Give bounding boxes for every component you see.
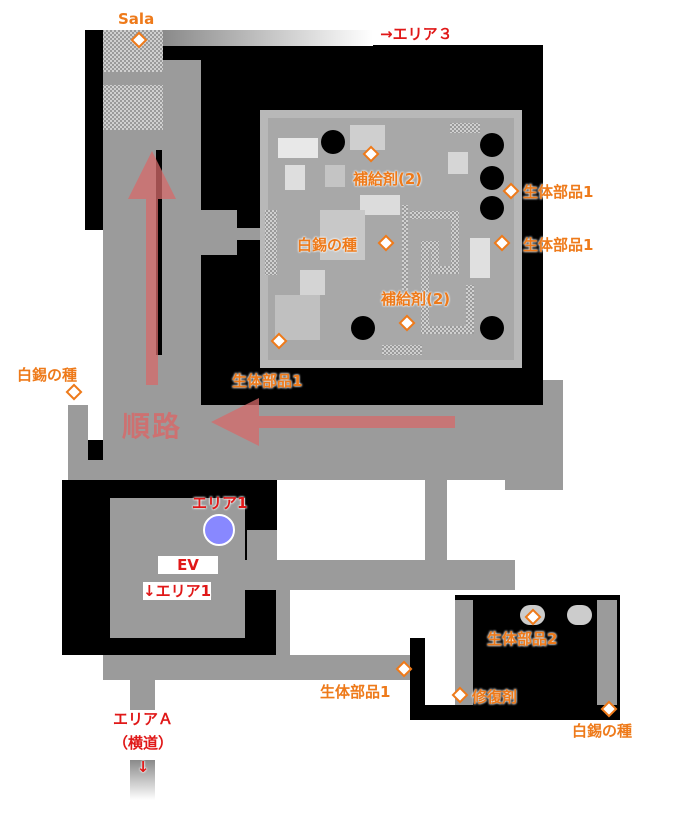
item-markers — [65, 31, 618, 718]
lab-room — [260, 110, 522, 368]
label-area-a-line1: エリアＡ — [112, 710, 173, 728]
item-diamond[interactable] — [493, 234, 511, 252]
label-route: 順路 — [122, 410, 183, 443]
label-bio2: 生体部品2 — [487, 630, 558, 648]
label-sala: Sala — [118, 10, 155, 28]
route-arrows — [128, 151, 455, 446]
label-bio1-b: 生体部品1 — [523, 236, 594, 254]
item-diamond[interactable] — [395, 660, 413, 678]
item-diamond[interactable] — [502, 182, 520, 200]
item-diamond[interactable] — [130, 31, 148, 49]
label-to-area3: →エリア３ — [380, 25, 453, 43]
item-diamond[interactable] — [524, 608, 542, 626]
item-diamond[interactable] — [377, 234, 395, 252]
label-repair: 修復剤 — [472, 688, 518, 706]
elevator-building — [62, 480, 515, 800]
label-ev-down: ↓エリア1 — [143, 582, 212, 600]
label-ration2-a: 補給剤(2) — [353, 170, 423, 188]
label-area1-marker: エリア1 — [192, 494, 248, 512]
label-bio1-d: 生体部品1 — [320, 683, 391, 701]
item-diamond[interactable] — [270, 332, 288, 350]
label-tin-seed-a: 白錫の種 — [297, 236, 358, 254]
elevator-marker[interactable] — [203, 514, 235, 546]
label-ration2-b: 補給剤(2) — [381, 290, 451, 308]
item-diamond[interactable] — [398, 314, 416, 332]
lower-right-room — [410, 595, 620, 720]
label-ev: EV — [158, 556, 218, 574]
label-tin-seed-b: 白錫の種 — [17, 366, 78, 384]
item-diamond[interactable] — [600, 700, 618, 718]
label-area-a-arrow: ↓ — [136, 758, 150, 776]
item-diamond[interactable] — [451, 686, 469, 704]
label-bio1-c: 生体部品1 — [232, 372, 303, 390]
item-diamond[interactable] — [362, 145, 380, 163]
label-area-a-line2: （横道） — [112, 734, 173, 752]
item-diamond[interactable] — [65, 383, 83, 401]
label-bio1-a: 生体部品1 — [523, 183, 594, 201]
label-tin-seed-c: 白錫の種 — [572, 722, 633, 740]
